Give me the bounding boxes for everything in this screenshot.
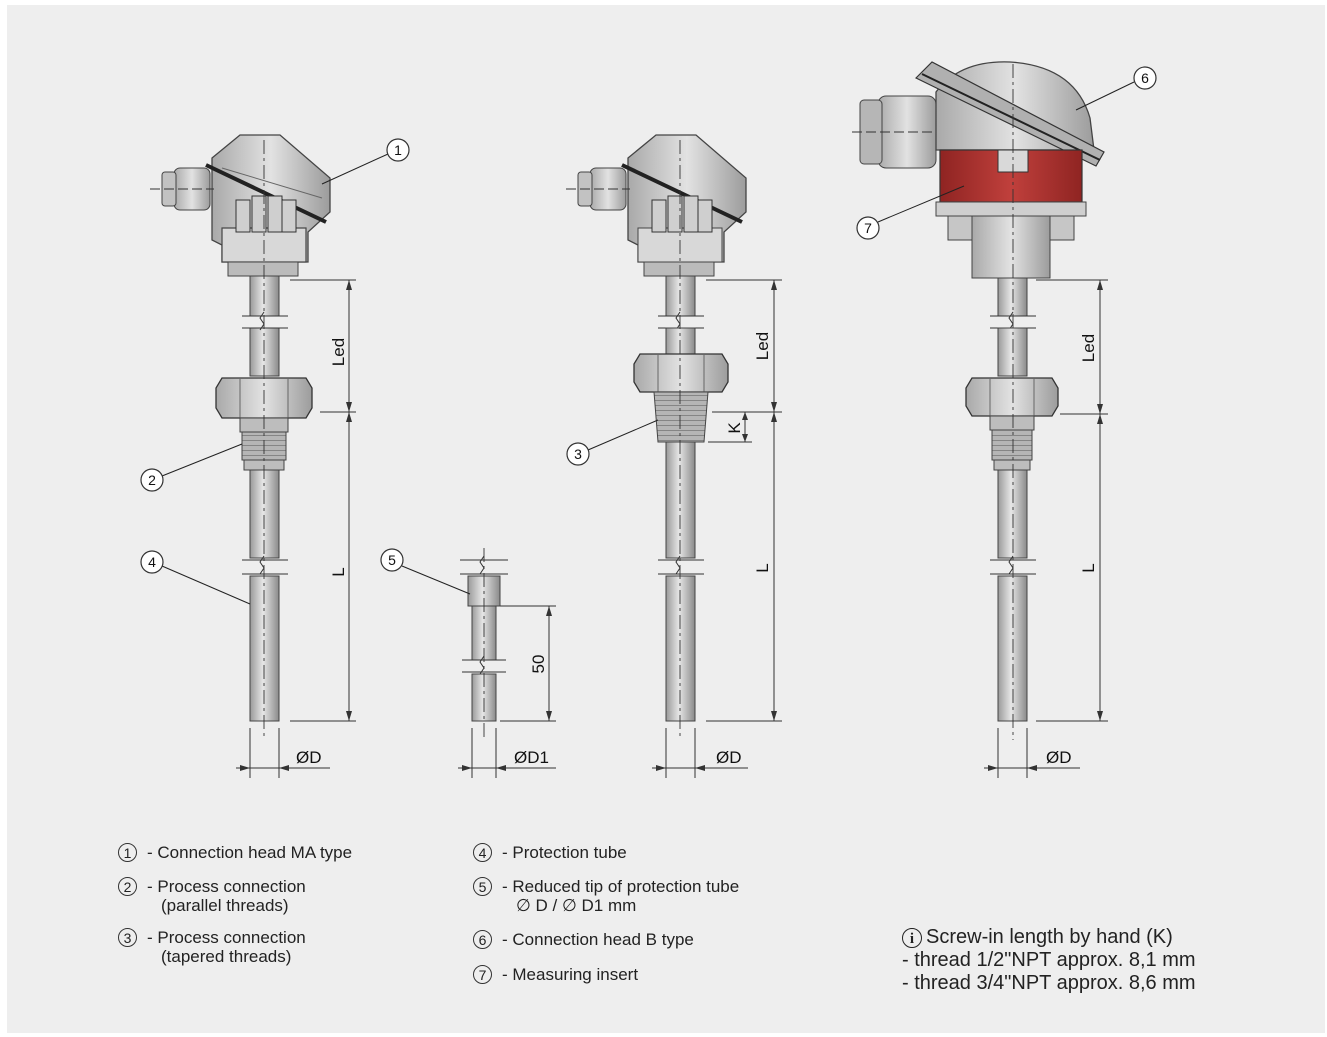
callout-4: 4 xyxy=(140,550,251,605)
legend-text: - Reduced tip of protection tube xyxy=(502,877,740,896)
svg-text:6: 6 xyxy=(1141,70,1149,86)
svg-text:3: 3 xyxy=(574,446,582,462)
legend-subtext: (tapered threads) xyxy=(161,947,292,966)
callout-7: 7 xyxy=(856,185,965,240)
legend-item-7: 7 - Measuring insert xyxy=(473,965,638,984)
dim-od-a: ØD xyxy=(296,748,322,767)
note-line-2: - thread 3/4"NPT approx. 8,6 mm xyxy=(902,972,1196,994)
legend-item-4: 4 - Protection tube xyxy=(473,843,627,862)
b-connection-head xyxy=(852,61,1105,279)
svg-text:7: 7 xyxy=(864,220,872,236)
legend-item-1: 1 - Connection head MA type xyxy=(118,843,352,862)
legend-item-3: 3 - Process connection(tapered threads) xyxy=(118,928,306,966)
legend-num: 6 xyxy=(473,930,492,949)
legend-num: 7 xyxy=(473,965,492,984)
svg-text:1: 1 xyxy=(394,142,402,158)
dim-od-c: ØD xyxy=(716,748,742,767)
info-icon: i xyxy=(902,928,922,948)
dim-k: K xyxy=(725,422,744,434)
legend-item-6: 6 - Connection head B type xyxy=(473,930,694,949)
dim-50: 50 xyxy=(529,655,548,674)
legend-subtext: (parallel threads) xyxy=(161,896,289,915)
probe-d: Led L ØD xyxy=(852,61,1108,778)
dim-od-d: ØD xyxy=(1046,748,1072,767)
dim-led-c: Led xyxy=(753,332,772,360)
legend-text: - Connection head B type xyxy=(502,930,694,949)
dim-led-d: Led xyxy=(1079,334,1098,362)
probe-c: Led L K ØD xyxy=(566,134,782,778)
note-line-1: - thread 1/2"NPT approx. 8,1 mm xyxy=(902,949,1196,971)
probe-a: Led L ØD xyxy=(150,134,356,778)
legend-text: - Protection tube xyxy=(502,843,627,862)
legend-num: 3 xyxy=(118,928,137,947)
callout-5: 5 xyxy=(380,548,471,595)
dim-led-a: Led xyxy=(329,338,348,366)
callout-1: 1 xyxy=(321,138,410,185)
legend-item-2: 2 - Process connection(parallel threads) xyxy=(118,877,306,915)
legend-num: 4 xyxy=(473,843,492,862)
callout-6: 6 xyxy=(1075,66,1157,111)
legend-text: - Process connection xyxy=(147,877,306,896)
legend-text: - Measuring insert xyxy=(502,965,639,984)
ma-connection-head-c xyxy=(566,134,747,277)
legend-text: - Process connection xyxy=(147,928,306,947)
dim-l-d: L xyxy=(1079,563,1098,572)
svg-text:5: 5 xyxy=(388,552,396,568)
dim-l-c: L xyxy=(753,563,772,572)
legend-item-5: 5 - Reduced tip of protection tube∅ D / ∅… xyxy=(473,877,739,915)
ma-connection-head xyxy=(150,134,331,277)
legend-num: 5 xyxy=(473,877,492,896)
callout-3: 3 xyxy=(566,419,659,466)
legend-text: - Connection head MA type xyxy=(147,843,353,862)
note-title: Screw-in length by hand (K) xyxy=(926,926,1173,948)
svg-text:4: 4 xyxy=(148,554,156,570)
dim-od1: ØD1 xyxy=(514,748,549,767)
dim-l-a: L xyxy=(329,567,348,576)
legend-num: 2 xyxy=(118,877,137,896)
probe-reduced-tip: 50 ØD1 xyxy=(458,548,556,778)
svg-text:2: 2 xyxy=(148,472,156,488)
legend-subtext: ∅ D / ∅ D1 mm xyxy=(516,896,637,915)
legend-num: 1 xyxy=(118,843,137,862)
callout-2: 2 xyxy=(140,443,243,492)
